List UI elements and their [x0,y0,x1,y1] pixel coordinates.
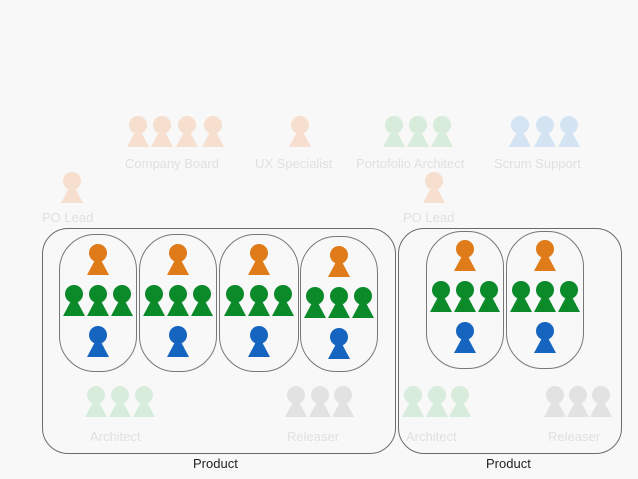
developer-icon [430,281,452,312]
releaser-icon [567,386,589,417]
developer-icon [304,287,326,318]
product-label-2: Product [486,456,531,471]
product-owner-icon [87,244,109,275]
scrum-support-label: Scrum Support [494,156,581,171]
team-pill [426,231,504,369]
developer-icon [143,285,165,316]
developer-icon [272,285,294,316]
architect-label-1: Architect [90,429,141,444]
developer-icon [167,285,189,316]
board-member-icon [176,116,198,147]
team-pill [506,231,584,369]
team-pill [219,234,299,372]
portfolio-architect-label: Portofolio Architect [356,156,465,171]
team-pill [300,236,378,372]
developer-icon [87,285,109,316]
po-lead-icon [423,172,445,203]
architect-icon [109,386,131,417]
architect-icon [426,386,448,417]
po-lead-left-label: PO Lead [42,210,94,225]
board-member-icon [151,116,173,147]
architect-icon [133,386,155,417]
developer-icon [510,281,532,312]
releaser-icon [309,386,331,417]
developer-icon [63,285,85,316]
scrum-master-icon [454,322,476,353]
scrum-support-icon [509,116,531,147]
releaser-icon [544,386,566,417]
product-group-2 [398,228,622,454]
architect-icon [85,386,107,417]
po-lead-right-label: PO Lead [403,210,455,225]
scrum-master-icon [534,322,556,353]
scrum-master-icon [87,326,109,357]
scrum-master-icon [167,326,189,357]
board-member-icon [127,116,149,147]
scrum-master-icon [248,326,270,357]
architect-icon [449,386,471,417]
portfolio-architect-icon [431,116,453,147]
board-member-icon [202,116,224,147]
product-group-1 [42,228,396,454]
developer-icon [534,281,556,312]
developer-icon [454,281,476,312]
product-label-1: Product [193,456,238,471]
product-owner-icon [167,244,189,275]
product-owner-icon [328,246,350,277]
company-board-label: Company Board [125,156,219,171]
developer-icon [328,287,350,318]
releaser-icon [590,386,612,417]
ux-specialist-icon [289,116,311,147]
releaser-label-2: Releaser [548,429,601,444]
developer-icon [111,285,133,316]
developer-icon [191,285,213,316]
architect-icon [402,386,424,417]
developer-icon [558,281,580,312]
team-pill [139,234,217,372]
releaser-label-1: Releaser [287,429,340,444]
team-pill [59,234,137,372]
releaser-icon [285,386,307,417]
po-lead-icon [61,172,83,203]
product-owner-icon [534,240,556,271]
releaser-icon [332,386,354,417]
product-owner-icon [248,244,270,275]
scrum-support-icon [534,116,556,147]
developer-icon [478,281,500,312]
developer-icon [352,287,374,318]
portfolio-architect-icon [383,116,405,147]
ux-specialist-label: UX Specialist [255,156,333,171]
developer-icon [224,285,246,316]
scrum-master-icon [328,328,350,359]
developer-icon [248,285,270,316]
scrum-support-icon [558,116,580,147]
portfolio-architect-icon [407,116,429,147]
architect-label-2: Architect [406,429,457,444]
product-owner-icon [454,240,476,271]
